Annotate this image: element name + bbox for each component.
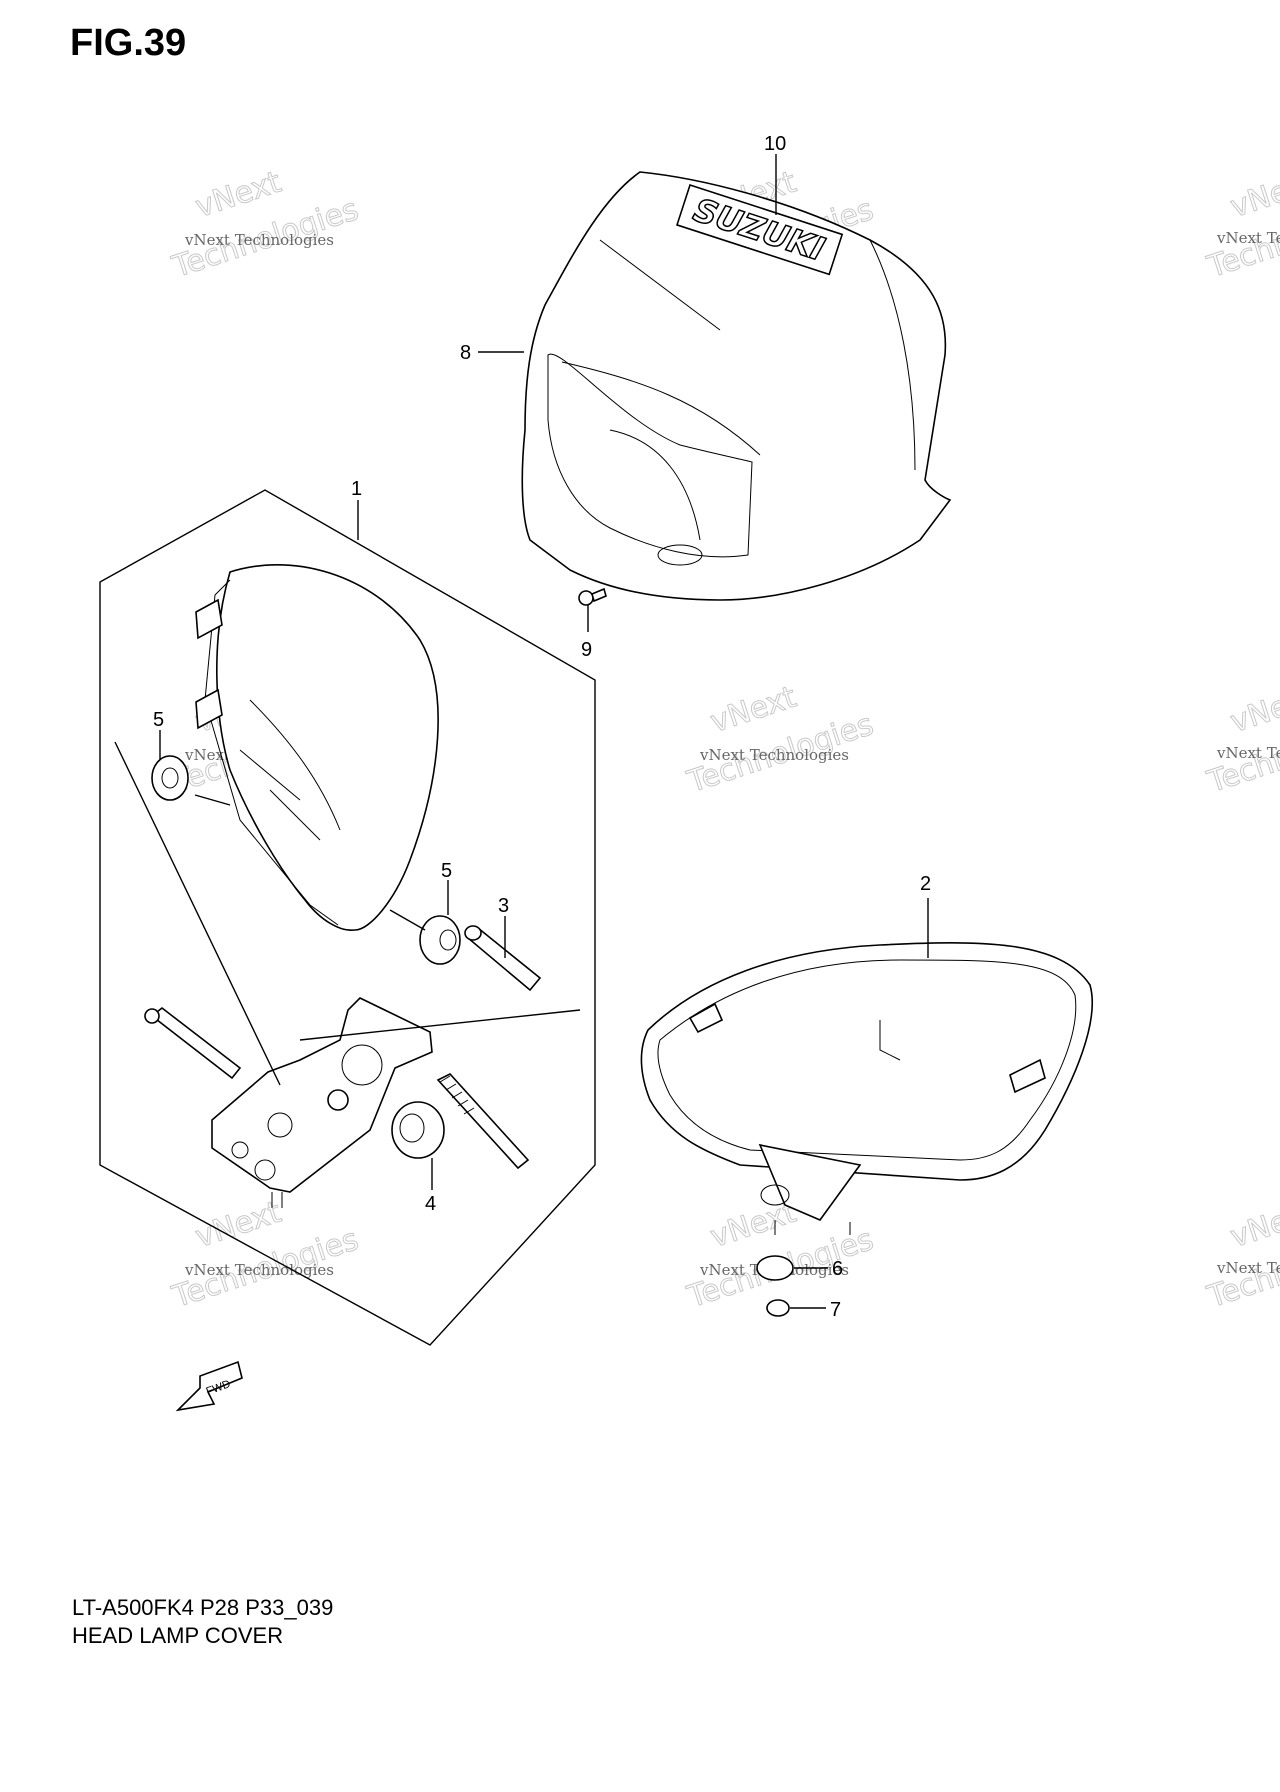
cover-hole bbox=[657, 544, 703, 566]
watermark-brand: vNext bbox=[191, 1195, 285, 1255]
part-7-nut[interactable] bbox=[766, 1299, 790, 1317]
adjust-bolt bbox=[436, 1073, 530, 1170]
grommet-left-hole bbox=[161, 767, 179, 789]
part-4-cushion[interactable] bbox=[391, 1101, 445, 1159]
adjust-spring bbox=[439, 1075, 475, 1115]
screw-head bbox=[578, 590, 594, 606]
headlamp-housing bbox=[216, 564, 439, 931]
collar-end bbox=[464, 925, 482, 941]
mount-hole bbox=[760, 1184, 790, 1206]
lower-housing-inner bbox=[657, 959, 1077, 1161]
assembly-guide-right bbox=[299, 1009, 581, 1041]
callout-3: 3 bbox=[498, 895, 509, 917]
long-bolt bbox=[150, 1006, 242, 1080]
headlamp-bracket bbox=[211, 997, 433, 1193]
mount-studs bbox=[774, 1220, 851, 1235]
watermark-brand: vNext bbox=[1226, 680, 1280, 740]
grommet-left bbox=[151, 755, 189, 801]
lamp-opening bbox=[547, 353, 753, 558]
bracket-hole bbox=[267, 1112, 293, 1138]
housing-rim bbox=[204, 579, 339, 926]
bracket-nut bbox=[327, 1089, 349, 1111]
nut-body bbox=[766, 1299, 790, 1317]
cover-rim bbox=[561, 361, 761, 456]
grommet-right-hole bbox=[439, 929, 457, 951]
housing-ribs bbox=[239, 699, 341, 841]
assembly-guide-grommet bbox=[389, 909, 426, 931]
cover-highlight bbox=[599, 239, 721, 331]
callout-4: 4 bbox=[425, 1193, 436, 1215]
watermark-text: vNext Technologies bbox=[1216, 744, 1280, 762]
cover-crease bbox=[869, 239, 916, 471]
inner-bracket bbox=[879, 1020, 901, 1061]
part-9-screw[interactable] bbox=[578, 587, 607, 606]
assembly-guide-left bbox=[114, 741, 281, 1086]
lower-housing-shell bbox=[640, 942, 1094, 1181]
watermark-text: vNext Technologies bbox=[184, 231, 334, 249]
bracket-hole bbox=[254, 1159, 276, 1181]
callout-6: 6 bbox=[832, 1258, 843, 1280]
part-8-head-lamp-cover[interactable]: SUZUKI bbox=[521, 171, 952, 601]
fwd-arrow: FWD bbox=[175, 1360, 243, 1412]
fwd-arrow-shape bbox=[175, 1360, 243, 1412]
group-name: HEAD LAMP COVER bbox=[72, 1623, 284, 1643]
callout-labels: 10 8 1 9 5 5 3 4 2 6 7 bbox=[153, 133, 931, 1321]
watermark-text: vNext Technologies bbox=[699, 746, 849, 764]
part-6-mount-rubber[interactable] bbox=[756, 1255, 794, 1281]
callout-5b: 5 bbox=[441, 860, 452, 882]
callout-10: 10 bbox=[764, 133, 786, 155]
cover-inner-curve bbox=[609, 429, 701, 541]
model-code: LT-A500FK4 P28 P33_039 bbox=[72, 1595, 334, 1620]
assembly-guide-grommet-left bbox=[194, 794, 231, 806]
rubber-body bbox=[756, 1255, 794, 1281]
watermark-text: vNext Technologies bbox=[1216, 1259, 1280, 1277]
bracket-hole bbox=[231, 1141, 249, 1159]
callout-9: 9 bbox=[581, 639, 592, 661]
side-tab bbox=[1009, 1058, 1046, 1094]
watermark-text: vNext Technologies bbox=[1216, 229, 1280, 247]
callout-5a: 5 bbox=[153, 709, 164, 731]
long-bolt-head bbox=[144, 1008, 160, 1024]
cover-shell bbox=[521, 171, 952, 601]
figure-title: FIG.39 bbox=[70, 22, 187, 64]
watermark-brand: vNext bbox=[1226, 165, 1280, 225]
watermark-brand: vNext bbox=[191, 165, 285, 225]
part-5-grommet[interactable] bbox=[151, 755, 189, 801]
watermark-text: vNext Technologies bbox=[184, 1261, 334, 1279]
bracket-stud bbox=[271, 1192, 283, 1208]
cushion-hole bbox=[399, 1113, 425, 1143]
watermark-brand: vNext bbox=[1226, 1195, 1280, 1255]
callout-2: 2 bbox=[920, 873, 931, 895]
callout-8: 8 bbox=[460, 342, 471, 364]
part-5-grommet-right[interactable] bbox=[419, 915, 461, 965]
assembly-outline-box bbox=[99, 489, 596, 1346]
housing-tab bbox=[195, 688, 223, 730]
callout-7: 7 bbox=[830, 1299, 841, 1321]
callout-1: 1 bbox=[351, 478, 362, 500]
part-2-lower-housing[interactable] bbox=[640, 942, 1094, 1235]
part-3-collar[interactable] bbox=[464, 925, 542, 992]
part-1-assembly[interactable] bbox=[99, 489, 596, 1346]
housing-tab bbox=[195, 598, 223, 640]
screw-shank bbox=[591, 587, 607, 603]
emblem-plate bbox=[676, 183, 844, 276]
bracket-hole bbox=[341, 1044, 383, 1086]
watermark-brand: vNext bbox=[706, 680, 800, 740]
vent-slot bbox=[688, 1002, 724, 1034]
leader-lines bbox=[114, 154, 929, 1309]
